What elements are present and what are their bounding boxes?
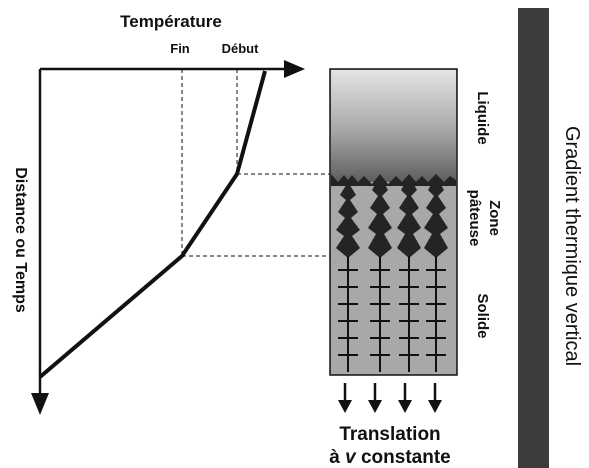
- dendrite-column-4: [424, 176, 448, 258]
- zone-label-liquid: Liquide: [474, 91, 491, 144]
- thermal-gradient-bar: [518, 8, 549, 468]
- zone-label-solid: Solide: [474, 293, 491, 338]
- marker-label-debut: Début: [222, 41, 260, 56]
- dendrite-column-3: [397, 176, 421, 258]
- temperature-axis-arrow: [284, 60, 305, 78]
- translation-label-line1: Translation: [339, 424, 440, 445]
- dendrite-column-1: [336, 182, 360, 258]
- marker-label-fin: Fin: [170, 41, 190, 56]
- zone-label-mushy-line1: Zone: [486, 200, 503, 236]
- translation-arrows: [338, 383, 442, 413]
- axis-label-temperature: Température: [120, 12, 222, 31]
- axis-label-distance-time: Distance ou Temps: [12, 167, 29, 313]
- temperature-graph: Température Fin Début Distance ou Temps: [12, 12, 330, 415]
- dendrites: [331, 174, 456, 258]
- zone-label-mushy-line2: pâteuse: [466, 190, 483, 247]
- mushy-zone-front: [331, 174, 456, 186]
- distance-axis-arrow: [31, 393, 49, 415]
- sample-column: Translation à v constante: [329, 68, 458, 468]
- translation-label-line2: à v constante: [329, 447, 450, 468]
- dendrite-column-2: [368, 176, 392, 258]
- zone-labels: Liquide Zone pâteuse Solide: [466, 91, 503, 338]
- liquid-region: [331, 70, 456, 182]
- temperature-profile-curve: [38, 70, 267, 379]
- solid-grains: [338, 256, 446, 372]
- gradient-label: Gradient thermique vertical: [561, 126, 583, 366]
